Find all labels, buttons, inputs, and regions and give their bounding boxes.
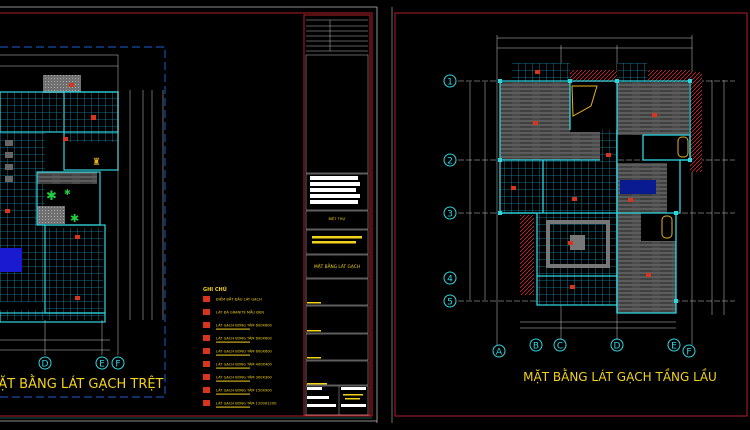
legend-item-label: LÁT GẠCH BÓNG TÂM 1200X1200 <box>216 401 277 406</box>
legend-item-subtext <box>216 354 250 356</box>
legend-swatch <box>203 387 210 393</box>
legend-item-subtext <box>216 367 250 369</box>
legend-item-subtext <box>216 328 250 330</box>
axis-label-f: F <box>115 360 120 370</box>
row-axis-markers: 1 2 3 4 5 <box>443 74 457 308</box>
legend-swatch <box>203 400 210 406</box>
legend-item-label: LÁT GẠCH BÓNG TÂM 150X900 <box>216 388 273 393</box>
legend-swatch <box>203 361 210 367</box>
plant-icon: ✱ <box>64 188 71 197</box>
project-name: BIỆT THỰ <box>328 216 345 221</box>
legend-item-label: LÁT GẠCH BÓNG TÂM 400X400 <box>216 362 273 367</box>
axis-label-1: 1 <box>447 78 453 88</box>
legend-item-label: LÁT GẠCH BÓNG TÂM 600X600 <box>216 336 273 341</box>
upper-floor-title: MẶT BẰNG LÁT GẠCH TẦNG LẦU <box>523 368 717 384</box>
legend: GHI CHÚ ĐIỂM BẮT ĐẦU LÁT GẠCH LÁT ĐÁ GRAN… <box>203 286 277 408</box>
ground-floor-title: MẶT BẰNG LÁT GẠCH TRỆT <box>0 375 164 392</box>
title-block: BIỆT THỰ MẶT BẰNG LÁT GẠCH <box>303 14 371 416</box>
axis-label-5: 5 <box>447 298 453 308</box>
legend-item-label: ĐIỂM BẮT ĐẦU LÁT GẠCH <box>216 297 262 302</box>
axis-label-a: A <box>496 348 503 358</box>
legend-item-subtext <box>216 380 250 382</box>
sheet-frames <box>0 6 748 423</box>
legend-item-label: LÁT GẠCH BÓNG TÂM 600X600 <box>216 349 273 354</box>
axis-label-f: F <box>686 348 691 358</box>
axis-label-2: 2 <box>447 157 453 167</box>
legend-item-label: LÁT GẠCH BÓNG TÂM 600X600 <box>216 323 273 328</box>
axis-label-d: D <box>614 342 621 352</box>
legend-swatch <box>203 335 210 341</box>
legend-item-subtext <box>216 406 250 408</box>
plant-icon: ✱ <box>46 189 57 204</box>
toilet-icon: ♜ <box>92 157 101 168</box>
legend-swatch <box>203 309 210 315</box>
legend-swatch <box>203 374 210 380</box>
legend-heading: GHI CHÚ <box>203 286 227 293</box>
legend-item-subtext <box>216 393 250 395</box>
drawing-name: MẶT BẰNG LÁT GẠCH <box>314 262 360 270</box>
upper-floor-plan: 1 2 3 4 5 A B C D E F MẶT BẰNG LÁT GẠCH … <box>443 35 735 384</box>
axis-label-3: 3 <box>447 210 453 220</box>
legend-swatch <box>203 348 210 354</box>
plant-icon: ✱ <box>70 212 79 225</box>
axis-label-4: 4 <box>447 275 453 285</box>
legend-swatch <box>203 322 210 328</box>
axis-label-e: E <box>99 360 105 370</box>
legend-item-subtext <box>216 341 250 343</box>
axis-label-b: B <box>533 342 539 352</box>
legend-swatch <box>203 296 210 302</box>
ground-floor-plan: ✱ ✱ ✱ ♜ D E F <box>0 46 166 398</box>
grid-axis-markers: D E F <box>38 356 125 370</box>
legend-item-label: LÁT GẠCH BÓNG TÂM 300X300 <box>216 375 273 380</box>
legend-item-label: LÁT ĐÁ GRANITE MẪU ĐEN <box>216 310 264 315</box>
axis-label-e: E <box>671 342 677 352</box>
column-axis-markers: A B C D E F <box>492 338 696 358</box>
axis-label-d: D <box>42 360 49 370</box>
axis-label-c: C <box>557 342 563 352</box>
